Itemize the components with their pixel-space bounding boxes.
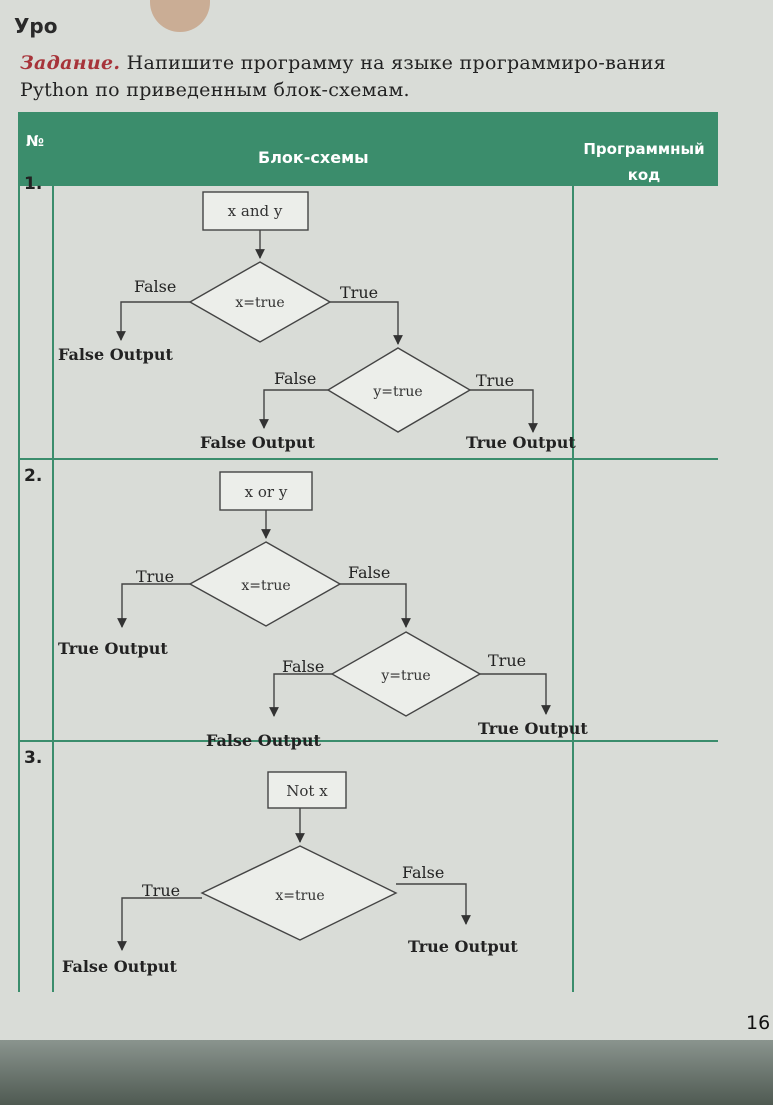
lesson-heading-fragment: Уро — [14, 14, 58, 38]
decision-2a-right-label: False — [348, 563, 390, 582]
output-3-right: True Output — [408, 937, 518, 956]
decision-2a — [188, 541, 342, 627]
flowcharts-svg: x and y x=true False True False Output y… — [58, 191, 588, 976]
start-box-1 — [202, 191, 309, 231]
decision-3-text: x=true — [275, 888, 324, 904]
decision-2a-text: x=true — [241, 578, 290, 594]
row-number-3: 3. — [24, 748, 43, 768]
start-box-2 — [219, 471, 313, 511]
output-1-left: False Output — [200, 433, 315, 452]
start-box-3 — [267, 771, 347, 809]
page-number: 16 — [746, 1012, 771, 1034]
decision-1a — [188, 261, 332, 343]
output-2-right: True Output — [478, 719, 588, 738]
row-number-1: 1. — [24, 174, 43, 194]
decision-3 — [200, 845, 398, 941]
decision-1b-text: y=true — [372, 384, 422, 400]
row-number-2: 2. — [24, 466, 43, 486]
task-text: Напишите программу на языке программиро-… — [20, 52, 666, 101]
decision-1b — [326, 347, 472, 433]
decision-1a-left-label: False — [134, 277, 176, 296]
table-left-border — [18, 112, 20, 992]
start-label-2: x or y — [245, 483, 288, 501]
decision-2b-left-label: False — [282, 657, 324, 676]
decision-2b-text: y=true — [380, 668, 430, 684]
finger-shadow — [150, 0, 210, 32]
decision-2b-right-label: True — [488, 651, 526, 670]
decision-3-left-label: True — [142, 881, 180, 900]
flowchart-table: № Блок-схемы Программный код 1. 2. 3. — [18, 112, 718, 992]
output-2-left: False Output — [206, 731, 321, 750]
decision-3-right-label: False — [402, 863, 444, 882]
row-divider-2 — [18, 740, 718, 742]
decision-2a-left-label: True — [136, 567, 174, 586]
table-header: № Блок-схемы Программный код — [18, 112, 718, 186]
row-divider-1 — [18, 458, 718, 460]
decision-1a-text: x=true — [235, 295, 284, 311]
decision-2b — [330, 631, 482, 717]
start-label-3: Not x — [286, 782, 328, 800]
decision-1b-right-label: True — [476, 371, 514, 390]
header-num: № — [26, 132, 45, 150]
output-1-top: False Output — [58, 345, 173, 364]
output-1-right: True Output — [466, 433, 576, 452]
decision-1b-left-label: False — [274, 369, 316, 388]
task-label: Задание. — [20, 52, 121, 74]
start-label-1: x and y — [228, 202, 283, 220]
decision-1a-right-label: True — [340, 283, 378, 302]
header-code: Программный код — [583, 140, 705, 184]
column-divider-code — [572, 112, 574, 992]
background-below-page — [0, 1040, 773, 1105]
output-2-top: True Output — [58, 639, 168, 658]
output-3-left: False Output — [62, 957, 177, 976]
column-divider-num — [52, 112, 54, 992]
textbook-page: Уро Задание. Напишите программу на языке… — [0, 0, 773, 1040]
header-schemes: Блок-схемы — [258, 148, 369, 167]
task-paragraph: Задание. Напишите программу на языке про… — [20, 50, 740, 104]
